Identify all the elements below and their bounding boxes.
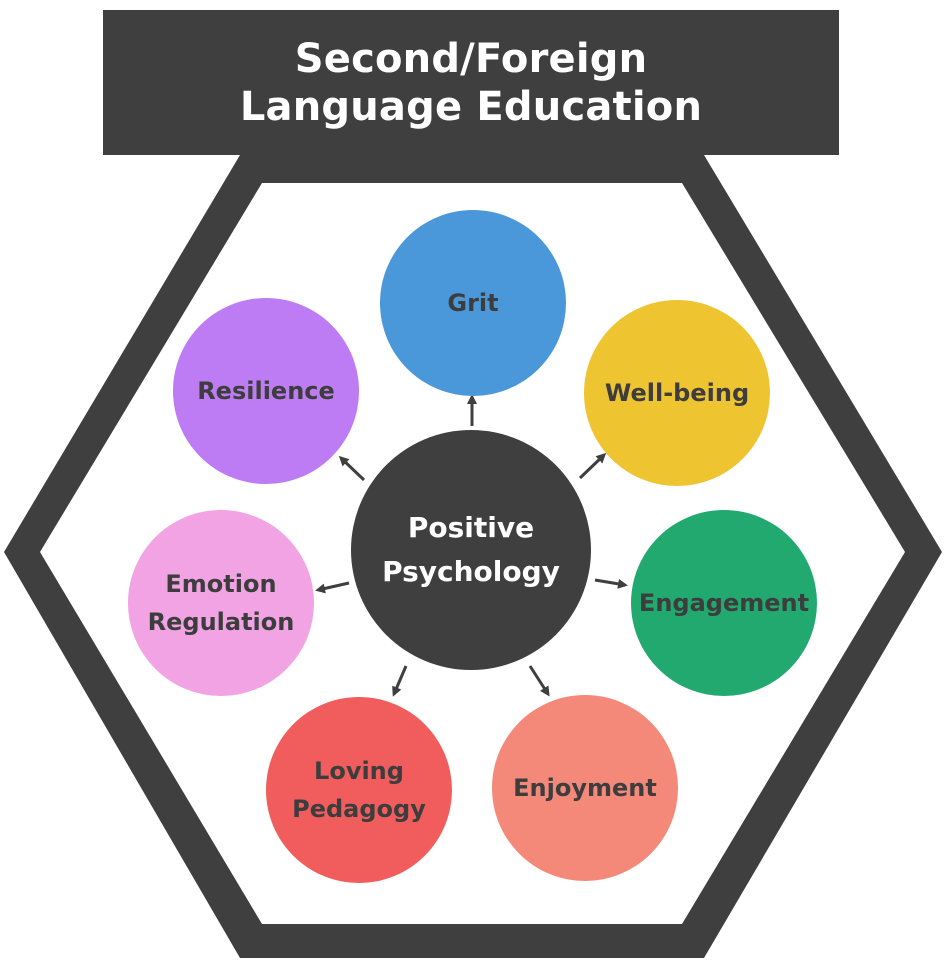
node-emotion-regulation-label: Emotion Regulation — [147, 570, 295, 636]
arrows-group — [315, 394, 628, 697]
node-grit: Grit — [380, 210, 566, 396]
arrow-to-enjoyment — [528, 665, 550, 697]
title-box: Second/Foreign Language Education — [103, 10, 839, 155]
diagram-title: Second/Foreign Language Education — [239, 35, 703, 130]
node-engagement-label: Engagement — [638, 589, 810, 617]
node-engagement: Engagement — [631, 510, 817, 696]
node-enjoyment: Enjoyment — [492, 695, 678, 881]
arrow-to-loving-pedagogy — [392, 665, 408, 697]
node-resilience-label: Resilience — [197, 377, 335, 405]
node-grit-label: Grit — [447, 289, 499, 317]
center-node-label: Positive Psychology — [382, 511, 560, 588]
center-node-positive-psychology: Positive Psychology — [351, 430, 591, 670]
node-well-being: Well-being — [584, 300, 770, 486]
node-loving-pedagogy-label: Loving Pedagogy — [292, 757, 426, 823]
arrow-to-engagement — [594, 578, 628, 589]
arrow-to-resilience — [338, 455, 366, 482]
arrow-to-well-being — [578, 452, 607, 480]
node-well-being-label: Well-being — [604, 379, 750, 407]
node-emotion-regulation: Emotion Regulation — [128, 510, 314, 696]
node-enjoyment-label: Enjoyment — [513, 774, 657, 802]
arrow-to-emotion-regulation — [315, 581, 350, 594]
node-resilience: Resilience — [173, 298, 359, 484]
node-loving-pedagogy: Loving Pedagogy — [266, 697, 452, 883]
